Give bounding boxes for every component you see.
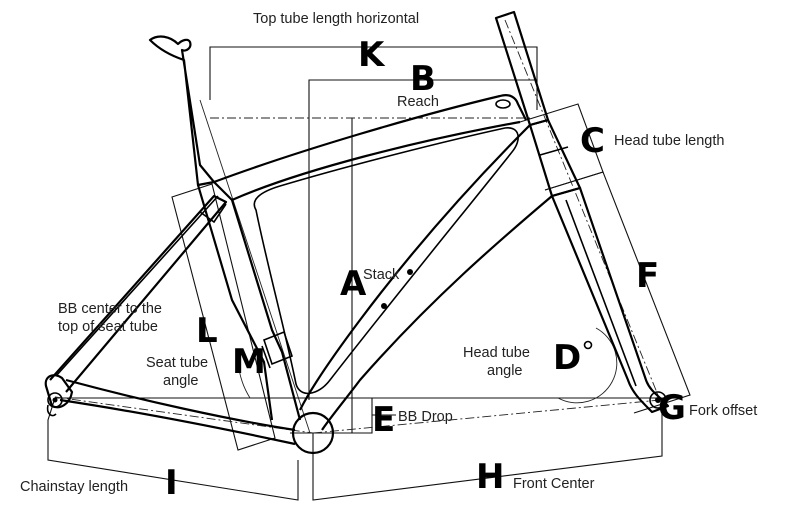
letter-C: C	[580, 121, 605, 161]
dimension-lines	[47, 19, 691, 501]
letter-E: E	[372, 400, 395, 440]
label-bb-center-line2: top of seat tube	[58, 319, 158, 335]
letter-H: H	[476, 457, 504, 497]
letter-I: I	[165, 463, 178, 503]
label-head-tube-angle-line1: Head tube	[463, 345, 530, 361]
label-head-tube-angle-line2: angle	[487, 363, 522, 379]
degree-symbol	[583, 340, 593, 350]
label-reach: Reach	[397, 94, 439, 110]
letter-K: K	[358, 35, 386, 75]
label-head-tube-length: Head tube length	[614, 133, 724, 149]
letter-A: A	[340, 264, 367, 304]
label-bb-drop: BB Drop	[398, 409, 453, 425]
dimension-letters: K B C A F L M D E G I H	[165, 35, 686, 503]
letter-L: L	[196, 311, 218, 351]
letter-G: G	[658, 388, 686, 428]
label-fork-offset: Fork offset	[689, 403, 757, 419]
letter-F: F	[636, 256, 659, 296]
letter-D: D	[553, 338, 581, 378]
label-chainstay: Chainstay length	[20, 479, 128, 495]
bike-frame	[44, 10, 670, 455]
label-seat-tube-line2: angle	[163, 373, 198, 389]
letter-B: B	[410, 59, 436, 99]
label-bb-center-line1: BB center to the	[58, 301, 162, 317]
label-front-center: Front Center	[513, 476, 595, 492]
label-seat-tube-line1: Seat tube	[146, 355, 208, 371]
letter-M: M	[232, 342, 266, 382]
label-stack: Stack	[363, 267, 400, 283]
dimension-labels: Top tube length horizontal Reach Head tu…	[20, 11, 757, 495]
label-top-tube: Top tube length horizontal	[253, 11, 419, 27]
